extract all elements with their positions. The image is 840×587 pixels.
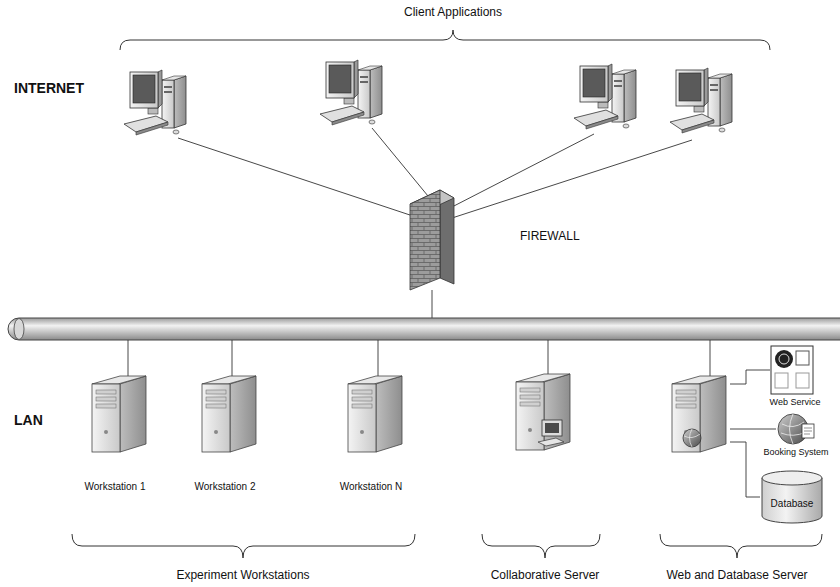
database-cylinder: Database [760,470,824,524]
workstation-server-shape [344,372,406,454]
collaborative-server: Collaborative Server [512,370,574,452]
client-pc [124,70,186,135]
zone-label: LAN [14,412,43,428]
workstation-server: Workstation 1 [88,372,150,454]
node-label: Booking System [763,447,828,457]
connector-line [730,442,760,497]
group-label: Client Applications [404,6,502,20]
zone-label: INTERNET [14,80,84,96]
client-pc [320,60,382,125]
node-label: Workstation 2 [195,481,256,493]
connector-line [730,429,776,430]
web-database-server: Web and Database Server [668,372,730,454]
collaborative-server-shape [512,370,574,452]
client-pc [670,68,732,133]
database-cylinder-shape [760,470,824,524]
node-label: Web Service [770,397,821,407]
group-label: Experiment Workstations [176,569,309,583]
bus-drops [128,340,710,378]
workstation-server-shape [88,372,150,454]
workstation-server: Workstation 2 [198,372,260,454]
booking-system-icon-shape [776,412,816,446]
node-label: Workstation N [340,481,403,493]
connector-line [730,370,770,384]
workstation-server-shape [198,372,260,454]
group-bracket [72,534,822,558]
booking-system-icon: Booking System [776,412,816,446]
node-label: Collaborative Server [491,569,600,583]
lan-bus [8,318,840,340]
client-pc [574,64,636,129]
node-label: Web and Database Server [666,569,807,583]
web-database-server-shape [668,372,730,454]
firewall-icon: FIREWALL [408,186,458,292]
web-service-icon-shape [770,345,814,395]
node-label: Workstation 1 [85,481,146,493]
group-bracket [120,30,770,50]
workstation-server: Workstation N [344,372,406,454]
node-label: Database [771,498,814,510]
bus-end [14,319,24,340]
firewall-icon-shape [408,186,458,292]
node-label: FIREWALL [520,230,580,244]
internet-links [178,128,692,320]
web-service-icon: Web Service [770,345,814,395]
